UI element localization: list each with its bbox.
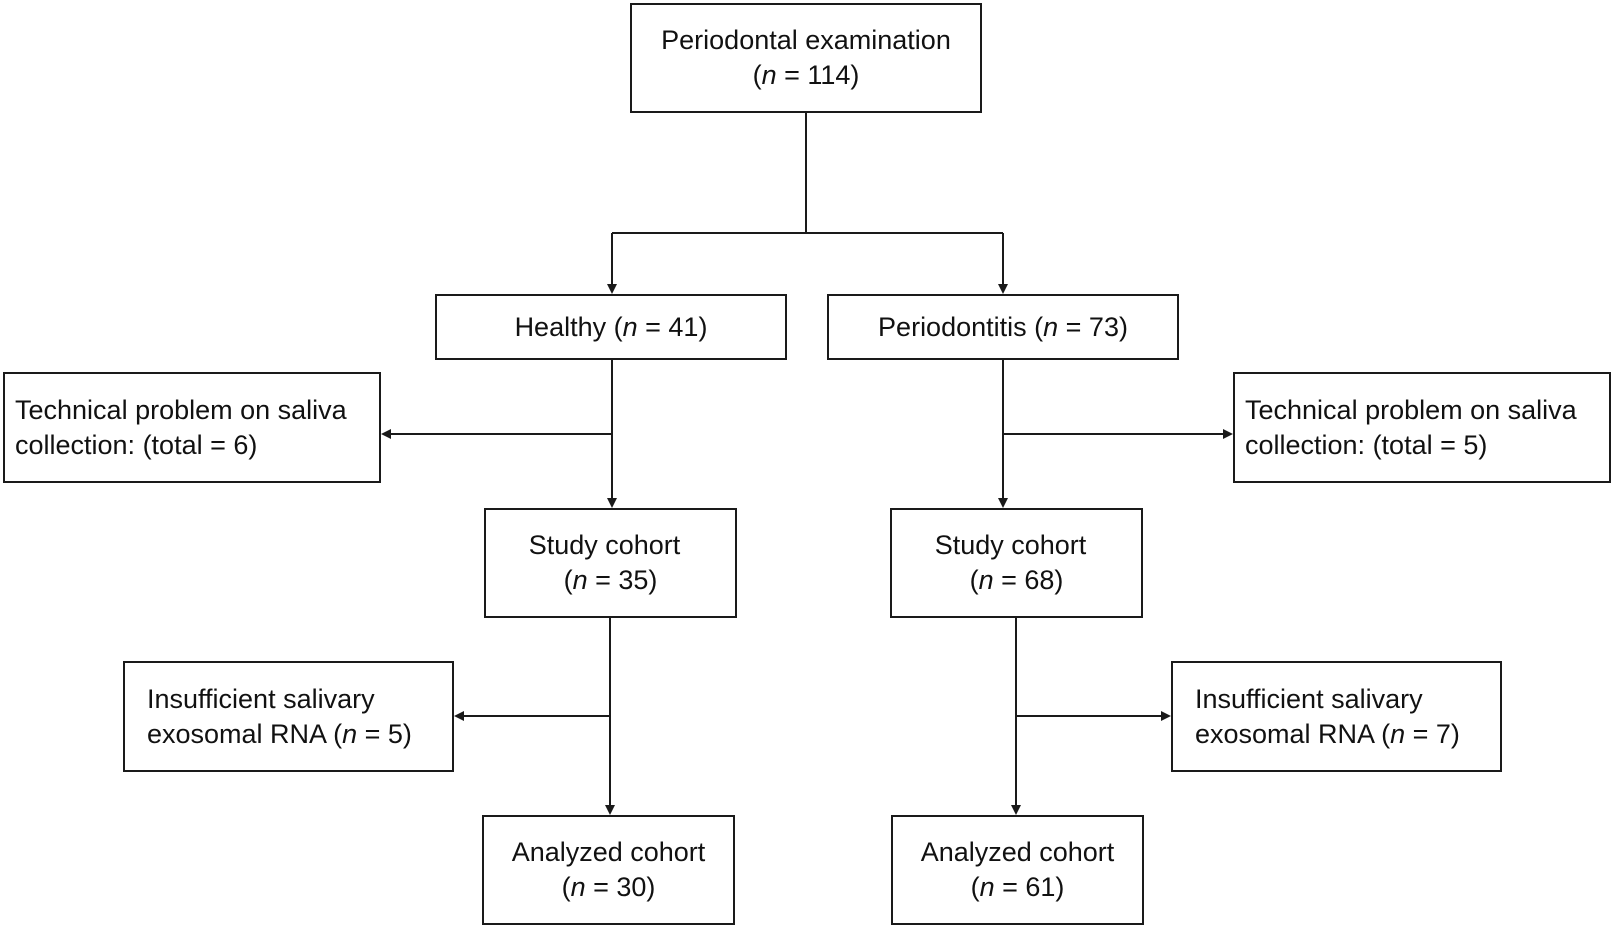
count-value: = 35) — [587, 565, 658, 595]
node-line-1: Insufficient salivary — [1195, 683, 1423, 714]
n-variable: n — [622, 311, 638, 342]
node-count: (n = 30) — [562, 870, 656, 905]
node-periodontitis-rna-exclusion: Insufficient salivary exosomal RNA (n = … — [1171, 661, 1502, 772]
count-open-paren: ( — [970, 872, 980, 902]
count-value: = 73) — [1058, 311, 1128, 342]
count-value: = 5) — [357, 718, 412, 749]
node-line-2: collection: (total = 6) — [15, 429, 258, 460]
n-variable: n — [572, 565, 588, 595]
count-value: = 114) — [776, 60, 860, 90]
count-open-paren: ( — [752, 60, 762, 90]
node-healthy-rna-exclusion: Insufficient salivary exosomal RNA (n = … — [123, 661, 454, 772]
node-label: Study cohort — [934, 530, 1087, 560]
node-healthy-analyzed-cohort: Analyzed cohort (n = 30) — [482, 815, 735, 925]
node-line-2-prefix: exosomal RNA ( — [1195, 718, 1391, 749]
count-open-paren: ( — [969, 565, 979, 595]
node-line-2: exosomal RNA (n = 7) — [1195, 717, 1460, 752]
n-variable: n — [978, 565, 994, 595]
count-value: = 68) — [993, 565, 1064, 595]
count-open-paren: ( — [563, 565, 573, 595]
node-line-1: Technical problem on saliva — [15, 394, 347, 425]
count-open-paren: ( — [561, 872, 571, 902]
node-line-2-prefix: exosomal RNA ( — [147, 718, 343, 749]
node-label: Study cohort — [528, 530, 681, 560]
node-healthy-technical-exclusion: Technical problem on saliva collection: … — [3, 372, 381, 483]
n-variable: n — [979, 872, 995, 902]
node-count: (n = 68) — [970, 563, 1064, 598]
count-value: = 61) — [994, 872, 1065, 902]
node-label: Analyzed cohort — [920, 837, 1115, 867]
node-label: Healthy ( — [514, 311, 623, 342]
node-line-1: Technical problem on saliva — [1245, 394, 1577, 425]
n-variable: n — [761, 60, 777, 90]
node-label: Periodontal examination — [661, 25, 951, 55]
node-label: Periodontitis ( — [878, 311, 1044, 342]
node-periodontitis-analyzed-cohort: Analyzed cohort (n = 61) — [891, 815, 1144, 925]
node-periodontal-examination: Periodontal examination (n = 114) — [630, 3, 982, 113]
node-line-2: collection: (total = 5) — [1245, 429, 1488, 460]
node-healthy: Healthy (n = 41) — [435, 294, 787, 360]
node-count: (n = 61) — [971, 870, 1065, 905]
node-periodontitis: Periodontitis (n = 73) — [827, 294, 1179, 360]
n-variable: n — [570, 872, 586, 902]
node-label-with-count: Healthy (n = 41) — [515, 310, 708, 345]
n-variable: n — [1390, 718, 1406, 749]
node-label-with-count: Periodontitis (n = 73) — [878, 310, 1128, 345]
node-count: (n = 114) — [753, 58, 860, 93]
node-count: (n = 35) — [564, 563, 658, 598]
node-line-2: exosomal RNA (n = 5) — [147, 717, 412, 752]
node-healthy-study-cohort: Study cohort (n = 35) — [484, 508, 737, 618]
node-line-1: Insufficient salivary — [147, 683, 375, 714]
node-periodontitis-study-cohort: Study cohort (n = 68) — [890, 508, 1143, 618]
n-variable: n — [342, 718, 358, 749]
n-variable: n — [1043, 311, 1059, 342]
node-periodontitis-technical-exclusion: Technical problem on saliva collection: … — [1233, 372, 1611, 483]
node-label: Analyzed cohort — [511, 837, 706, 867]
count-value: = 30) — [585, 872, 656, 902]
count-value: = 41) — [637, 311, 708, 342]
count-value: = 7) — [1405, 718, 1460, 749]
